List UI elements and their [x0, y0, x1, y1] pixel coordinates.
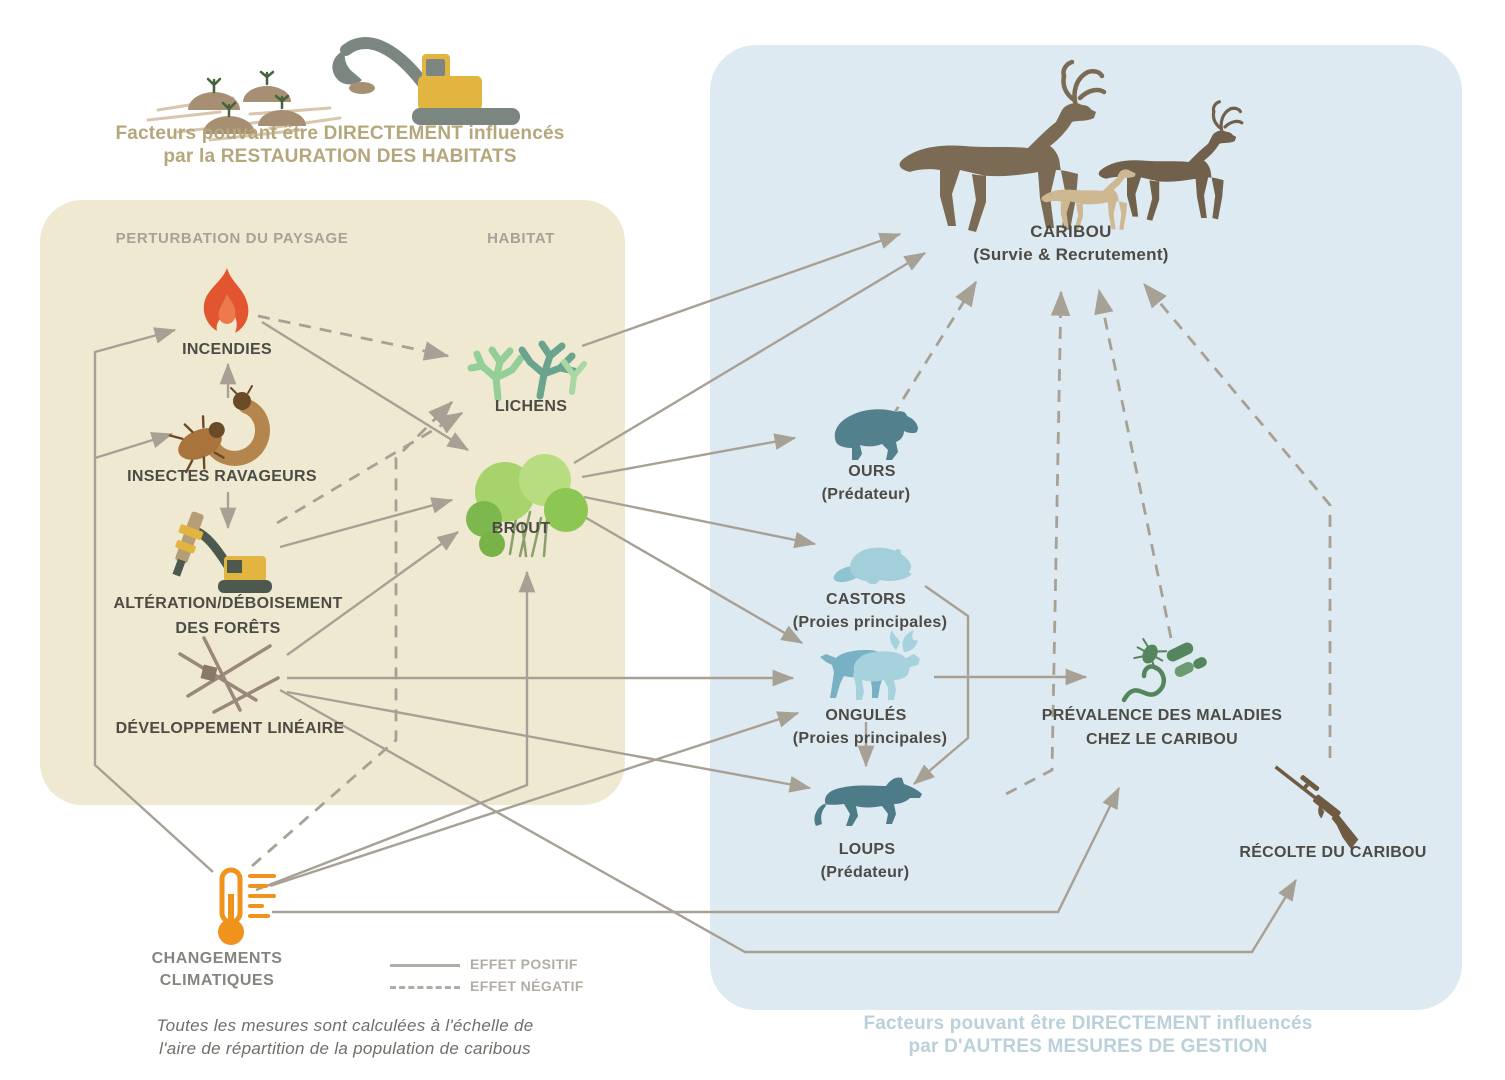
arrow-alteration-lichens [276, 411, 464, 525]
label-prevalence-line2: CHEZ LE CARIBOU [1085, 731, 1239, 748]
label-incendies: INCENDIES [182, 341, 272, 358]
right-title-line2: par D'AUTRES MESURES DE GESTION [908, 1036, 1268, 1057]
label-lichens: LICHENS [494, 398, 568, 415]
arrow-climat-insectes [94, 432, 174, 460]
lichen-icon [467, 340, 587, 402]
restoration-mounds-icon [146, 70, 342, 142]
label-ongules: ONGULÉS [825, 707, 907, 724]
label-climat-line1: CHANGEMENTS [151, 950, 283, 967]
legend-negative-label: EFFET NÉGATIF [470, 978, 584, 994]
arrow-brout-ours [581, 433, 797, 479]
arrow-climat-incendies [93, 327, 214, 873]
rifle-icon [1274, 765, 1359, 849]
label-loups: LOUPS [838, 841, 896, 858]
left-title-line2: par la RESTAURATION DES HABITATS [163, 146, 517, 167]
legend-positive-label: EFFET POSITIF [470, 956, 578, 972]
arrow-climat-lichens [251, 401, 453, 868]
arrow-brout-ongules [575, 510, 804, 645]
arrow-brout-caribou [573, 251, 927, 465]
arrow-loups-caribou [1005, 290, 1071, 796]
header-habitat: HABITAT [487, 230, 555, 247]
positive-arrows-layer [93, 232, 1298, 954]
label-caribou-sub: (Survie & Recrutement) [973, 245, 1169, 264]
shrub-icon [466, 454, 588, 558]
label-recolte: RÉCOLTE DU CARIBOU [1239, 844, 1427, 861]
beaver-icon [833, 547, 912, 584]
label-climat-line2: CLIMATIQUES [159, 972, 275, 989]
arrow-lichens-caribou [581, 232, 902, 348]
arrow-recolte-caribou [1142, 282, 1332, 758]
legend-positive-line [390, 964, 460, 967]
label-alteration-line2: DES FORÊTS [175, 620, 281, 637]
thermometer-icon [218, 867, 276, 945]
crossing-lines-icon [178, 636, 280, 714]
label-castors: CASTORS [825, 591, 907, 608]
arrow-developpement-brout [286, 531, 459, 656]
right-panel-bg [710, 45, 1462, 1010]
negative-arrows-layer [251, 280, 1332, 868]
arrow-incendies-brout [261, 320, 470, 452]
arrow-incendies-lichens [257, 314, 450, 361]
label-prevalence-line1: PRÉVALENCE DES MALADIES [1041, 707, 1283, 724]
arrow-climat-brout [255, 570, 536, 892]
label-brout: BROUT [491, 520, 551, 537]
beetle-larva-icon [168, 385, 270, 474]
moose-deer-icon [820, 630, 920, 700]
arrow-climat-prevalence [272, 786, 1121, 914]
right-title-line1: Facteurs pouvant être DIRECTEMENT influe… [863, 1013, 1313, 1034]
label-ongules-sub: (Proies principales) [792, 730, 948, 747]
label-caribou: CARIBOU [1030, 222, 1112, 241]
arrow-prevalence-caribou [1094, 288, 1173, 639]
label-loups-sub: (Prédateur) [820, 864, 910, 881]
parasites-icon [1121, 638, 1207, 703]
arrow-brout-castors [583, 495, 817, 549]
bear-icon [834, 409, 918, 460]
header-perturbation: PERTURBATION DU PAYSAGE [115, 230, 349, 247]
wolf-icon [814, 777, 922, 826]
label-ours: OURS [848, 463, 896, 480]
label-castors-sub: (Proies principales) [792, 614, 948, 631]
excavator-icon [332, 37, 520, 125]
fire-icon [203, 268, 249, 333]
label-ours-sub: (Prédateur) [821, 486, 911, 503]
harvester-icon [172, 511, 272, 593]
arrow-alteration-brout [279, 497, 454, 549]
note-line2: l'aire de répartition de la population d… [159, 1039, 531, 1058]
legend-negative-line [390, 986, 460, 989]
arrow-climat-ongules [269, 711, 800, 888]
label-alteration-line1: ALTÉRATION/DÉBOISEMENT [113, 595, 343, 612]
arrow-ours-caribou [890, 280, 978, 418]
arrow-developpement-loups [286, 690, 812, 793]
label-developpement: DÉVELOPPEMENT LINÉAIRE [115, 720, 345, 737]
left-title-line1: Facteurs pouvant être DIRECTEMENT influe… [115, 123, 565, 144]
note-line1: Toutes les mesures sont calculées à l'éc… [156, 1016, 534, 1035]
arrow-developpement-recolte [279, 688, 1298, 954]
label-insectes: INSECTES RAVAGEURS [127, 468, 317, 485]
